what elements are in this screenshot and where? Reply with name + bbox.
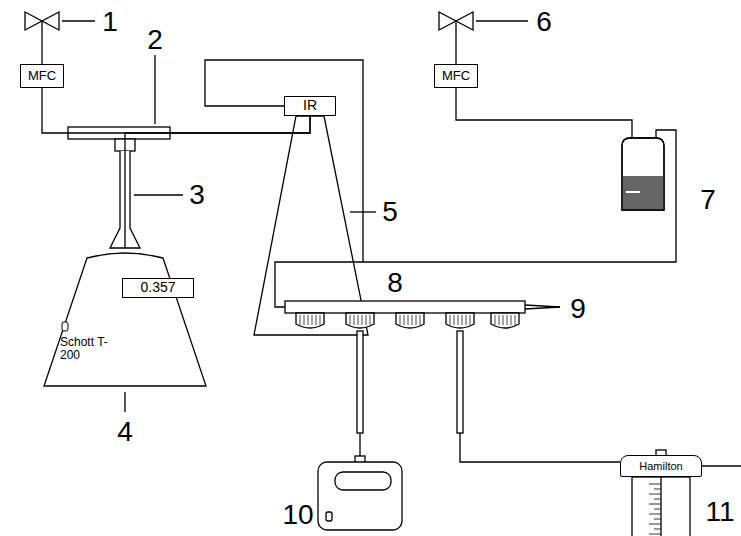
callout-number: 4 [117, 418, 133, 446]
callout-number: 6 [536, 8, 552, 36]
display-box: 0.357 [122, 278, 194, 298]
syringe-header: Hamilton [620, 455, 702, 477]
mass-flow-controller: MFC [434, 64, 478, 88]
node-label: MFC [28, 69, 56, 83]
node-label: IR [303, 98, 317, 113]
callout-number: 1 [102, 8, 118, 36]
callout-number: 2 [147, 26, 163, 54]
node-label: 0.357 [140, 280, 175, 295]
callout-number: 9 [570, 295, 586, 323]
brand-text: Schott T-200 [60, 336, 112, 362]
callout-number: 7 [700, 186, 716, 214]
gas-line [42, 88, 310, 133]
node-label: Hamilton [639, 460, 682, 472]
callout-number: 3 [189, 181, 205, 209]
ir-cell-box: IR [284, 96, 336, 116]
titrator-outline [42, 248, 208, 388]
node-label: MFC [442, 69, 470, 83]
callout-number: 10 [282, 501, 313, 529]
titrator-housing: Schott T-200 0.357 [42, 248, 208, 388]
gas-line [125, 116, 310, 248]
callout-number: 11 [705, 498, 734, 526]
callout-number: 8 [387, 269, 403, 297]
mass-flow-controller: MFC [20, 64, 64, 88]
callout-number: 5 [382, 198, 398, 226]
